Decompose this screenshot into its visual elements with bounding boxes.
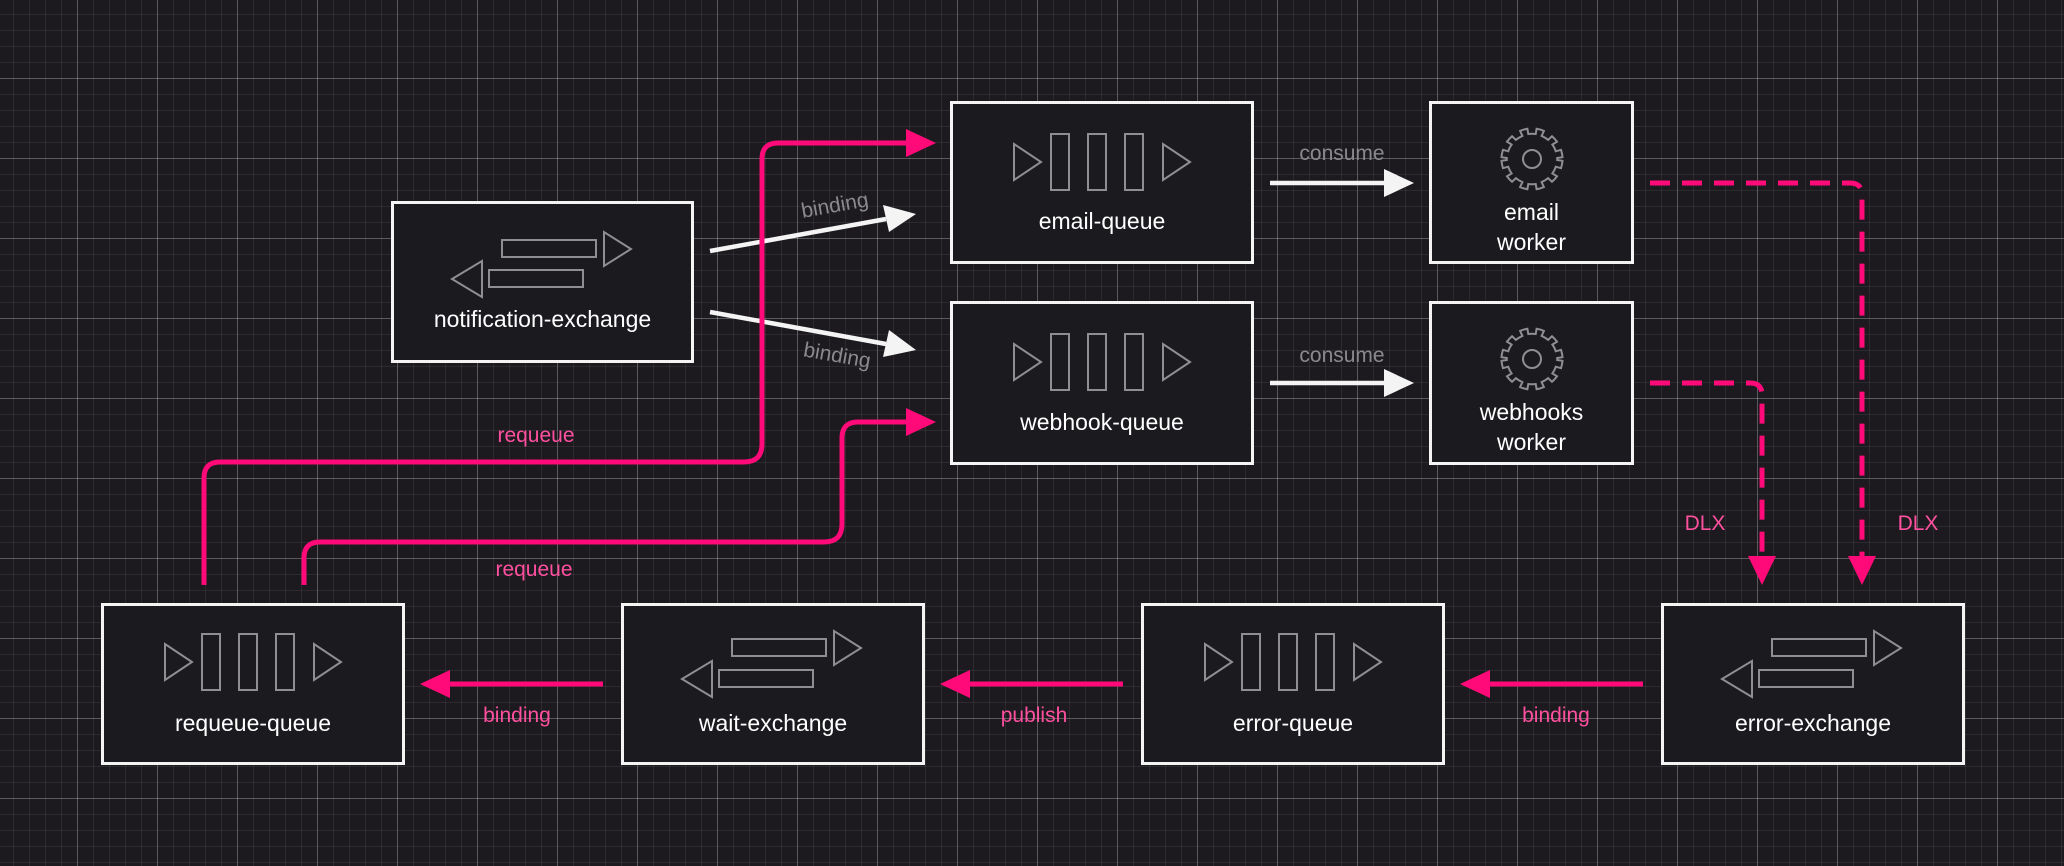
edge-consume-webhook xyxy=(1270,369,1414,397)
node-email-queue[interactable]: email-queue xyxy=(950,101,1254,264)
edge-label-requeue-webhook: requeue xyxy=(495,558,572,581)
node-label: requeue-queue xyxy=(174,710,332,736)
edge-label-binding-requeue: binding xyxy=(483,704,551,727)
node-label: email-queue xyxy=(1038,208,1166,234)
edge-binding-webhook xyxy=(709,309,916,357)
edge-label-dlx-email: DLX xyxy=(1898,512,1939,535)
edge-label-requeue-email: requeue xyxy=(497,424,574,447)
node-requeue-queue[interactable]: requeue-queue xyxy=(101,603,405,765)
node-error-queue[interactable]: error-queue xyxy=(1141,603,1445,765)
edge-requeue-email xyxy=(201,129,936,585)
node-label: error-queue xyxy=(1232,710,1354,736)
edge-label-binding-email: binding xyxy=(800,188,871,222)
node-label: notification-exchange xyxy=(433,306,652,332)
edge-consume-email xyxy=(1270,169,1414,197)
node-webhooks-worker[interactable]: webhooks worker xyxy=(1429,301,1634,465)
gear-icon xyxy=(1500,327,1564,391)
edge-label-dlx-webhooks: DLX xyxy=(1685,512,1726,535)
node-label: webhooks worker xyxy=(1479,399,1584,455)
edge-dlx-webhooks xyxy=(1650,380,1776,585)
edge-requeue-webhook xyxy=(301,408,936,585)
node-webhook-queue[interactable]: webhook-queue xyxy=(950,301,1254,465)
exchange-icon xyxy=(450,230,633,299)
edge-dlx-email xyxy=(1650,180,1876,585)
edge-binding-error xyxy=(1460,670,1643,698)
edge-label-binding-webhook: binding xyxy=(802,338,873,372)
node-label: webhook-queue xyxy=(1020,409,1184,435)
exchange-icon xyxy=(1720,629,1903,699)
node-error-exchange[interactable]: error-exchange xyxy=(1661,603,1965,765)
edge-label-consume-webhook: consume xyxy=(1299,344,1384,367)
edge-binding-requeue xyxy=(420,670,603,698)
exchange-icon xyxy=(680,629,863,699)
edge-label-consume-email: consume xyxy=(1299,142,1384,165)
node-label: error-exchange xyxy=(1735,710,1891,736)
node-email-worker[interactable]: email worker xyxy=(1429,101,1634,264)
queue-icon xyxy=(1013,333,1192,391)
edge-label-publish-wait: publish xyxy=(1001,704,1068,727)
node-notification-exchange[interactable]: notification-exchange xyxy=(391,201,694,363)
edge-binding-email xyxy=(709,205,916,254)
gear-icon xyxy=(1500,127,1564,191)
edge-publish-wait xyxy=(940,670,1123,698)
node-label: wait-exchange xyxy=(698,710,848,736)
queue-icon xyxy=(1204,633,1383,691)
node-wait-exchange[interactable]: wait-exchange xyxy=(621,603,925,765)
edge-label-binding-error: binding xyxy=(1522,704,1590,727)
node-label: email worker xyxy=(1496,199,1566,255)
queue-icon xyxy=(164,633,343,691)
queue-icon xyxy=(1013,133,1192,191)
